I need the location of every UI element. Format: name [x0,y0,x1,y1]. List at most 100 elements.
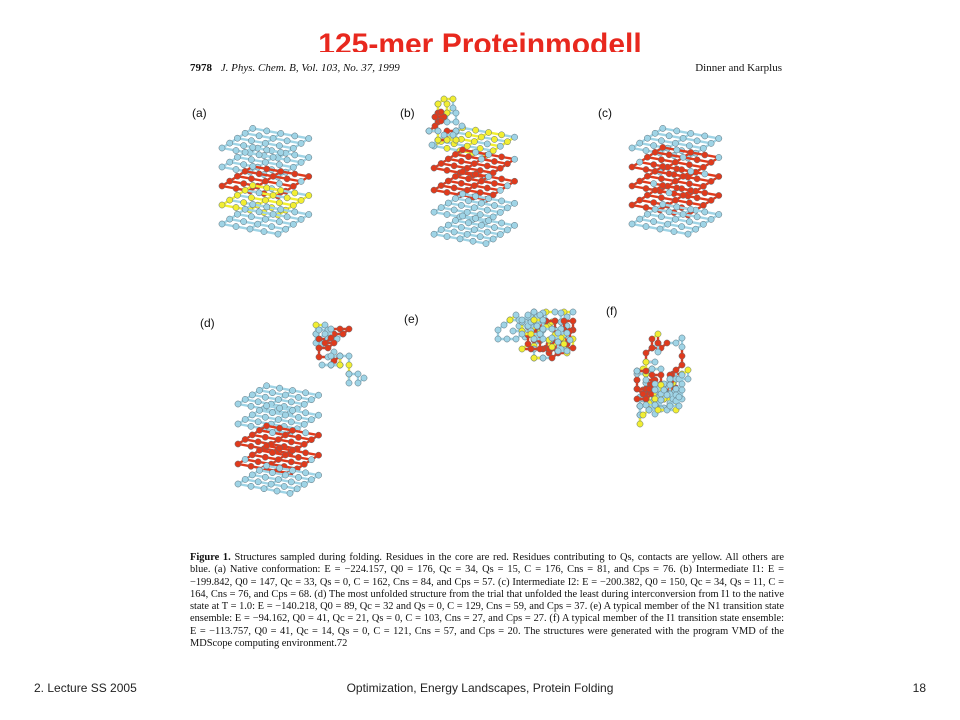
residue-bead [715,173,723,180]
residue-bead [518,316,526,324]
residue-bead [700,220,707,228]
residue-bead [678,371,686,379]
residue-bead [336,352,344,360]
residue-bead [539,316,547,324]
residue-bead [470,226,478,234]
residue-bead [324,344,332,352]
residue-bead [687,168,695,175]
residue-bead [530,316,538,324]
residue-bead [539,335,547,343]
residue-bead [444,221,452,229]
residue-bead [491,180,498,187]
residue-bead [360,374,368,382]
residue-bead [248,471,256,479]
residue-bead [491,136,498,143]
residue-bead [684,375,692,383]
residue-bead [533,322,541,330]
panel-label-f: (f) [606,304,618,318]
residue-bead [651,148,659,156]
residue-bead [437,117,445,125]
residue-bead [569,308,577,316]
residue-bead [269,409,276,417]
residue-bead [263,127,271,135]
residue-bead [315,353,323,361]
residue-bead [672,339,680,347]
residue-bead [670,228,678,235]
residue-bead [554,347,562,355]
footer-topic: Optimization, Energy Landscapes, Protein… [346,681,614,695]
residue-bead [707,178,715,185]
residue-bead [443,136,451,144]
residue-bead [679,172,687,180]
residue-bead [536,330,544,338]
residue-bead [672,158,679,166]
residue-bead [463,164,471,172]
residue-bead [450,206,458,214]
panel-label-d: (d) [200,316,215,330]
residue-bead [240,199,248,206]
residue-bead [512,311,520,319]
residue-bead [255,170,263,178]
residue-bead [274,396,282,403]
residue-bead [295,434,302,441]
residue-bead [282,471,289,479]
residue-bead [651,386,659,394]
residue-bead [527,330,535,338]
residue-bead [628,220,636,228]
residue-bead [247,402,255,410]
residue-bead [509,327,517,335]
residue-bead [707,159,715,166]
residue-bead [263,184,271,192]
residue-bead [249,201,257,208]
residue-bead [664,220,672,228]
residue-bead [234,400,242,408]
residue-bead [672,139,679,147]
residue-bead [476,211,484,218]
residue-bead [444,177,452,185]
paper-scan: 7978 J. Phys. Chem. B, Vol. 103, No. 37,… [186,52,786,657]
residue-bead [443,167,451,174]
residue-bead [241,205,249,213]
residue-bead [644,210,651,218]
residue-bead [476,145,484,152]
residue-bead [707,197,715,204]
residue-bead [345,379,353,387]
residue-bead [249,182,257,189]
residue-bead [308,416,315,424]
residue-bead [321,330,329,338]
residue-bead [267,480,275,488]
residue-bead [563,347,571,355]
residue-bead [715,211,723,218]
residue-bead [263,402,270,410]
residue-bead [315,335,323,343]
residue-bead [701,208,709,216]
residue-bead [291,151,299,159]
residue-bead [295,474,302,481]
residue-bead [504,226,511,234]
residue-bead [470,138,478,145]
residue-bead [465,219,472,227]
residue-bead [276,424,283,432]
residue-bead [263,382,270,390]
residue-bead [530,308,538,316]
residue-bead [472,170,479,178]
residue-bead [463,142,471,150]
residue-bead [262,158,269,166]
residue-bead [269,210,277,218]
residue-bead [289,387,296,394]
residue-bead [496,142,504,150]
residue-bead [503,335,511,343]
residue-bead [642,358,650,366]
residue-bead [254,220,262,228]
residue-bead [327,334,335,342]
residue-bead [569,317,577,325]
residue-bead [345,325,353,333]
residue-bead [665,151,673,159]
residue-bead [276,218,283,226]
running-head-authors: Dinner and Karplus [695,62,782,74]
residue-bead [686,180,693,188]
residue-bead [276,161,283,169]
residue-bead [459,168,466,176]
residue-bead [639,411,647,419]
residue-bead [312,321,320,329]
